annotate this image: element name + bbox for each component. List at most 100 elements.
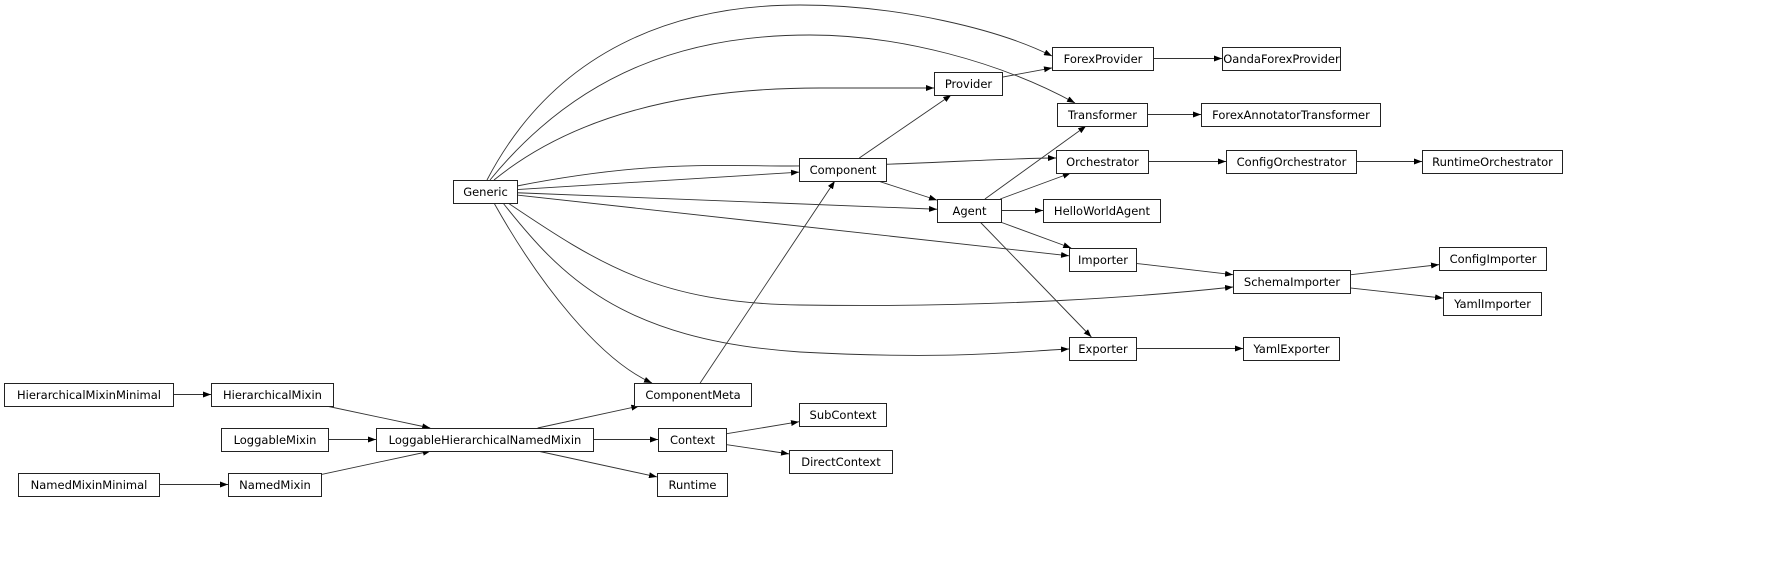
node-schema-importer[interactable]: SchemaImporter [1233, 270, 1351, 294]
node-box [1052, 47, 1154, 71]
node-hello-world-agent[interactable]: HelloWorldAgent [1043, 199, 1161, 223]
edge-agent-to-importer [1000, 221, 1072, 249]
node-yaml-exporter[interactable]: YamlExporter [1243, 337, 1340, 361]
node-label: SubContext [810, 408, 877, 422]
node-box [18, 473, 160, 497]
node-config-orchestrator[interactable]: ConfigOrchestrator [1226, 150, 1357, 174]
edge-hierarchicalmixin-to-loggablehierarchicalnamedmixin [326, 405, 431, 430]
edge-context-to-directcontext [725, 444, 790, 456]
edge-component-to-provider [859, 94, 952, 159]
node-transformer[interactable]: Transformer [1057, 103, 1148, 127]
node-box [1201, 103, 1381, 127]
edge-loggablehierarchicalnamedmixin-to-componentmeta [537, 404, 640, 429]
node-hierarchical-mixin-minimal[interactable]: HierarchicalMixinMinimal [4, 383, 174, 407]
node-label: DirectContext [801, 455, 881, 469]
node-config-importer[interactable]: ConfigImporter [1439, 247, 1547, 271]
edge-generic-to-exporter [502, 202, 1070, 356]
node-label: ConfigImporter [1450, 252, 1537, 266]
node-label: Exporter [1078, 342, 1128, 356]
node-box [934, 72, 1003, 96]
node-agent[interactable]: Agent [937, 199, 1002, 223]
node-box [799, 158, 887, 182]
node-label: OandaForexProvider [1223, 52, 1340, 66]
node-label: LoggableMixin [234, 433, 317, 447]
node-orchestrator[interactable]: Orchestrator [1056, 150, 1149, 174]
nodes-layer: Generic ForexProvider OandaForexProviderPr… [4, 47, 1563, 497]
node-oanda-forex-provider[interactable]: OandaForexProvider [1222, 47, 1341, 71]
node-hierarchical-mixin[interactable]: HierarchicalMixin [211, 383, 334, 407]
edge-generic-to-importer [516, 194, 1070, 258]
edge-agent-to-orchestrator [1000, 172, 1071, 200]
node-context[interactable]: Context [658, 428, 727, 452]
node-label: Orchestrator [1066, 155, 1139, 169]
node-box [658, 428, 727, 452]
node-runtime[interactable]: Runtime [657, 473, 728, 497]
node-box [789, 450, 893, 474]
node-box [799, 403, 887, 427]
node-label: Generic [463, 185, 508, 199]
node-box [1069, 337, 1137, 361]
node-label: YamlExporter [1252, 342, 1330, 356]
node-label: ConfigOrchestrator [1237, 155, 1347, 169]
node-exporter[interactable]: Exporter [1069, 337, 1137, 361]
node-box [1443, 292, 1542, 316]
edge-schemaimporter-to-configimporter [1349, 262, 1440, 276]
node-box [634, 383, 752, 407]
node-label: SchemaImporter [1244, 275, 1340, 289]
node-forex-provider[interactable]: ForexProvider [1052, 47, 1154, 71]
node-yaml-importer[interactable]: YamlImporter [1443, 292, 1542, 316]
node-box [1439, 247, 1547, 271]
node-label: Importer [1078, 253, 1128, 267]
node-generic[interactable]: Generic [453, 180, 518, 204]
edge-generic-to-forexprovider [486, 4, 1053, 181]
node-sub-context[interactable]: SubContext [799, 403, 887, 427]
edge-context-to-subcontext [725, 420, 800, 435]
node-box [1056, 150, 1149, 174]
node-label: LoggableHierarchicalNamedMixin [389, 433, 582, 447]
edge-generic-to-orchestrator [516, 155, 1057, 187]
node-provider[interactable]: Provider [934, 72, 1003, 96]
node-box [221, 428, 329, 452]
node-loggable-hierarchical-named-mixin[interactable]: LoggableHierarchicalNamedMixin [376, 428, 594, 452]
node-box [1069, 248, 1137, 272]
node-label: Runtime [668, 478, 716, 492]
edge-generic-to-agent [516, 192, 938, 212]
edge-namedmixin-to-loggablehierarchicalnamedmixin [320, 449, 431, 475]
node-box [376, 428, 594, 452]
node-box [657, 473, 728, 497]
node-label: ForexAnnotatorTransformer [1212, 108, 1370, 122]
node-importer[interactable]: Importer [1069, 248, 1137, 272]
node-label: Agent [952, 204, 987, 218]
node-forex-annotator-transformer[interactable]: ForexAnnotatorTransformer [1201, 103, 1381, 127]
node-runtime-orchestrator[interactable]: RuntimeOrchestrator [1422, 150, 1563, 174]
node-loggable-mixin[interactable]: LoggableMixin [221, 428, 329, 452]
node-named-mixin[interactable]: NamedMixin [228, 473, 322, 497]
node-component[interactable]: Component [799, 158, 887, 182]
edge-generic-to-provider [493, 85, 934, 181]
node-box [453, 180, 518, 204]
node-box [1043, 199, 1161, 223]
node-direct-context[interactable]: DirectContext [789, 450, 893, 474]
edge-agent-to-exporter [979, 221, 1092, 338]
edge-agent-to-transformer [984, 125, 1087, 200]
node-named-mixin-minimal[interactable]: NamedMixinMinimal [18, 473, 160, 497]
edge-component-to-agent [877, 180, 938, 201]
node-label: Component [810, 163, 877, 177]
node-box [1422, 150, 1563, 174]
node-label: HelloWorldAgent [1054, 204, 1151, 218]
node-label: NamedMixinMinimal [31, 478, 148, 492]
edges-layer [159, 4, 1444, 488]
node-label: YamlImporter [1453, 297, 1531, 311]
edge-importer-to-schemaimporter [1135, 262, 1234, 277]
node-box [4, 383, 174, 407]
node-label: ForexProvider [1064, 52, 1143, 66]
edge-generic-to-transformer [489, 34, 1076, 181]
edge-provider-to-forexprovider [1001, 66, 1053, 78]
edge-loggablehierarchicalnamedmixin-to-runtime [537, 450, 658, 479]
node-box [1222, 47, 1341, 71]
node-component-meta[interactable]: ComponentMeta [634, 383, 752, 407]
node-label: Provider [945, 77, 993, 91]
node-label: ComponentMeta [645, 388, 740, 402]
node-box [1233, 270, 1351, 294]
